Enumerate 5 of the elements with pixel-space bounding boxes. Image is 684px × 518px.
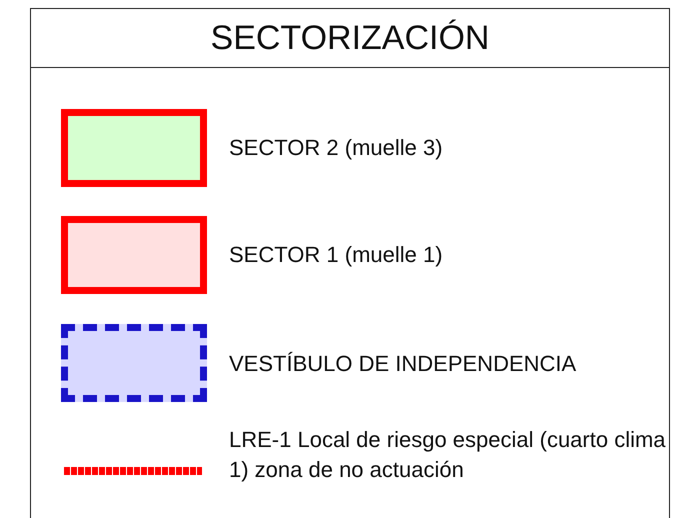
legend-label: SECTOR 1 (muelle 1) <box>229 241 444 269</box>
legend-label: LRE-1 Local de riesgo especial (cuarto clima 1) zona de no actuación <box>229 426 667 484</box>
legend-label: SECTOR 2 (muelle 3) <box>229 134 444 162</box>
legend-label: VESTÍBULO DE INDEPENDENCIA <box>229 350 578 378</box>
legend-title: SECTORIZACIÓN <box>210 18 490 58</box>
